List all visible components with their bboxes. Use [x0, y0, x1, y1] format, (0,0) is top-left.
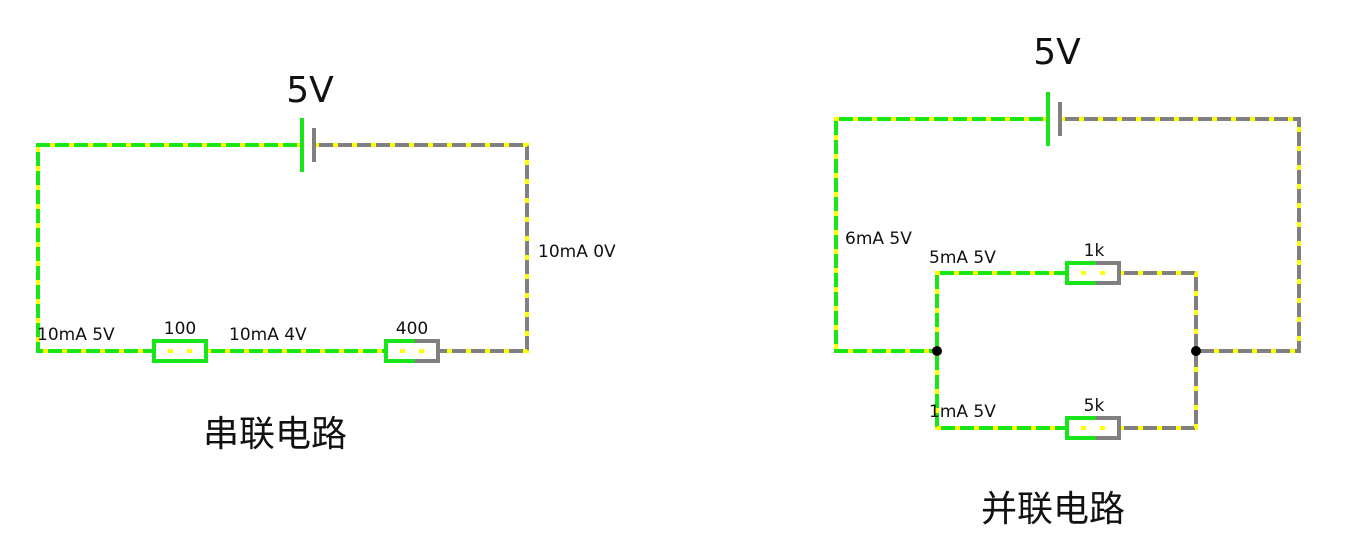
resistor-idle-edge: [1095, 261, 1121, 285]
series-resistor-2: [384, 339, 440, 363]
parallel-battery: [1046, 92, 1062, 146]
parallel-resistor-2-label: 5k: [1084, 396, 1105, 416]
series-battery: [300, 118, 316, 172]
parallel-resistor-1: [1065, 261, 1121, 285]
parallel-reading-1: 6mA 5V: [845, 229, 912, 249]
series-reading-2: 10mA 4V: [229, 325, 307, 345]
parallel-circuit: 5V 1k 5k 6mA 5V 5mA 5V 1mA 5V 并联电路: [834, 32, 1301, 530]
series-wire-idle: [314, 143, 529, 353]
series-resistor-1-label: 100: [164, 319, 196, 339]
parallel-junction-right: [1191, 346, 1201, 356]
resistor-idle-edge: [414, 339, 440, 363]
series-resistor-1: [152, 339, 208, 363]
series-reading-1: 10mA 5V: [37, 325, 115, 345]
series-resistor-2-label: 400: [396, 319, 428, 339]
parallel-circuit-title: 并联电路: [981, 489, 1125, 530]
parallel-reading-3: 1mA 5V: [929, 402, 996, 422]
parallel-junction-left: [932, 346, 942, 356]
parallel-battery-voltage-label: 5V: [1033, 32, 1081, 73]
series-reading-3: 10mA 0V: [538, 242, 616, 262]
parallel-wire-energized: [834, 117, 1067, 430]
parallel-resistor-2: [1065, 416, 1121, 440]
parallel-resistor-1-label: 1k: [1084, 241, 1105, 261]
series-circuit: 5V 100 400 10mA 5V 10mA 4V 10mA 0V 串联电路: [36, 70, 616, 455]
series-circuit-title: 串联电路: [203, 414, 347, 455]
series-battery-voltage-label: 5V: [286, 70, 334, 111]
parallel-reading-2: 5mA 5V: [929, 248, 996, 268]
resistor-idle-edge: [1095, 416, 1121, 440]
series-wire-energized: [36, 143, 386, 353]
